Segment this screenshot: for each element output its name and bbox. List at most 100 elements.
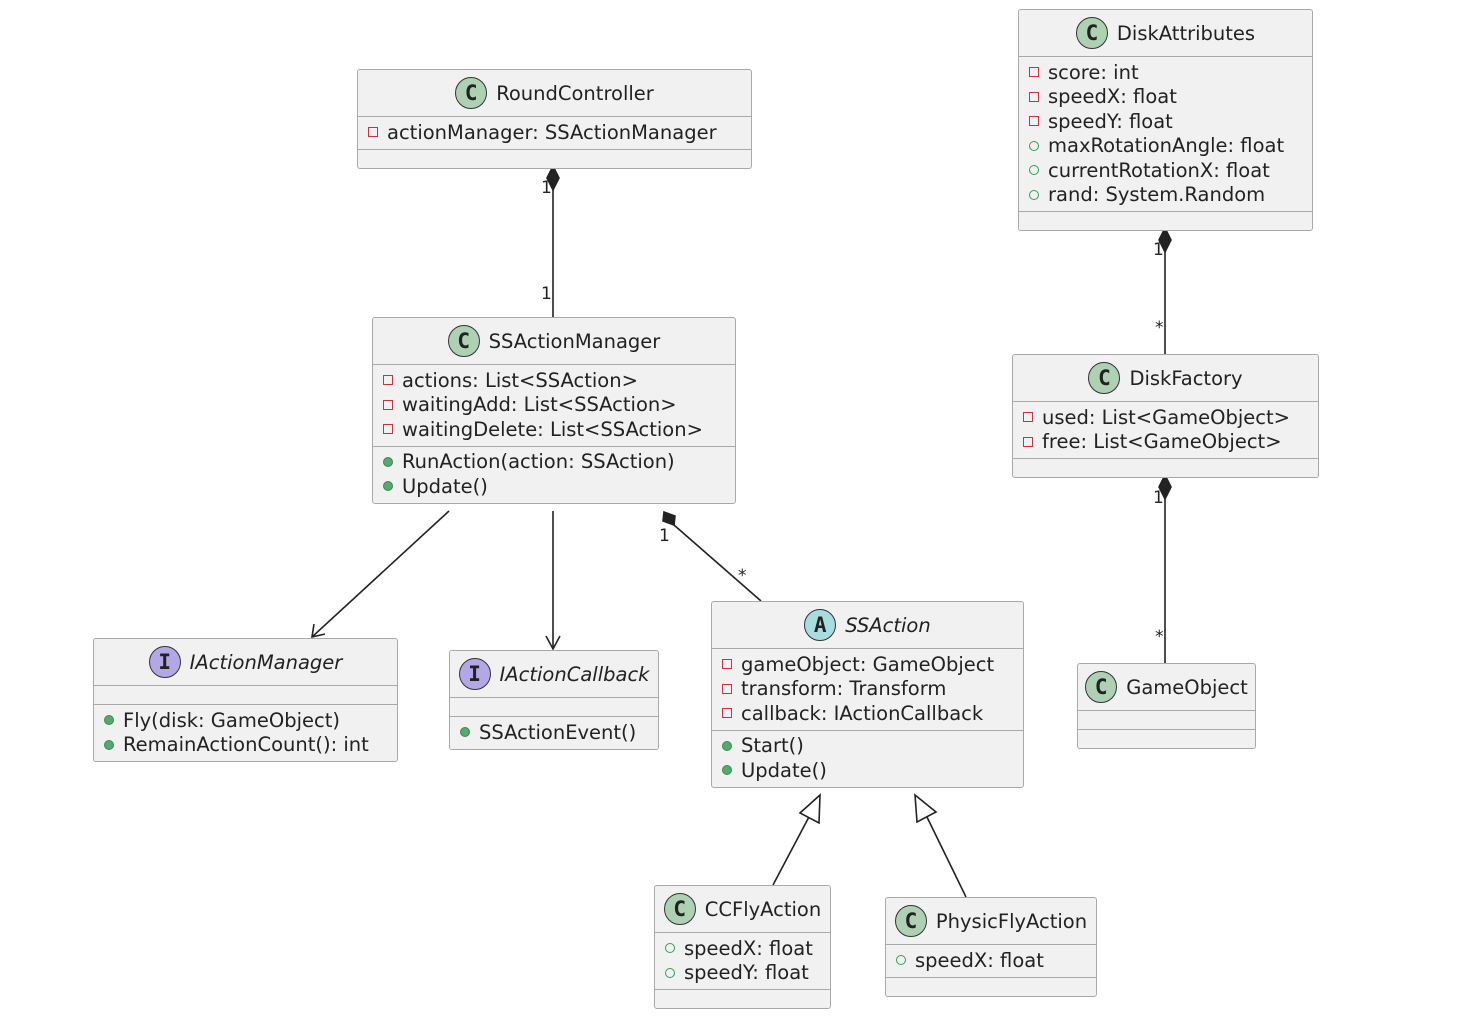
method-row: Fly(disk: GameObject) (104, 708, 389, 733)
class-box-physic-fly-action[interactable]: C PhysicFlyAction speedX: float (885, 897, 1097, 997)
private-visibility-icon (1023, 412, 1033, 423)
multiplicity-label: 1 (541, 284, 552, 304)
public-visibility-icon (104, 739, 114, 750)
methods-section (358, 150, 751, 168)
method-text: SSActionEvent() (479, 720, 637, 744)
field-text: actions: List<SSAction> (402, 368, 638, 392)
fields-section: used: List<GameObject>free: List<GameObj… (1013, 402, 1318, 459)
field-row: currentRotationX: float (1029, 158, 1304, 183)
methods-section (1013, 459, 1318, 477)
methods-section (655, 990, 830, 1008)
composition-diamond (662, 510, 676, 527)
fields-section: actionManager: SSActionManager (358, 117, 751, 150)
fields-section: speedX: float (886, 945, 1096, 978)
private-visibility-icon (383, 375, 393, 386)
field-text: transform: Transform (741, 677, 947, 701)
composition-diamond (546, 164, 560, 192)
fields-section (450, 698, 658, 717)
public-visibility-icon (104, 715, 114, 726)
field-text: free: List<GameObject> (1042, 430, 1282, 454)
method-row: Update() (383, 474, 727, 499)
field-row: actions: List<SSAction> (383, 368, 727, 393)
fields-section (1078, 711, 1255, 730)
methods-section (1078, 730, 1255, 748)
method-text: Update() (402, 474, 488, 498)
class-box-disk-factory[interactable]: C DiskFactory used: List<GameObject>free: … (1012, 354, 1319, 478)
class-header: C DiskFactory (1013, 355, 1318, 402)
class-name: DiskFactory (1129, 366, 1243, 390)
generalization-triangle (798, 793, 821, 825)
class-name: PhysicFlyAction (935, 909, 1088, 933)
class-name: IActionManager (189, 650, 343, 674)
field-row: speedX: float (896, 948, 1088, 973)
class-icon: C (447, 325, 480, 357)
public-visibility-icon (665, 967, 675, 978)
method-row: Update() (722, 758, 1015, 783)
method-text: Fly(disk: GameObject) (123, 708, 340, 732)
methods-section: RunAction(action: SSAction)Update() (373, 447, 735, 503)
multiplicity-label: 1 (1153, 488, 1164, 508)
composition-diamond (1158, 226, 1172, 254)
multiplicity-label: 1 (541, 178, 552, 198)
class-name: RoundController (496, 81, 654, 105)
method-row: SSActionEvent() (460, 720, 650, 745)
multiplicity-label: * (738, 566, 747, 586)
method-text: RunAction(action: SSAction) (402, 450, 675, 474)
field-row: actionManager: SSActionManager (368, 120, 743, 145)
multiplicity-label: 1 (659, 526, 670, 546)
class-name: CCFlyAction (704, 897, 822, 921)
generalization-ccflyaction-ssaction (772, 814, 811, 886)
field-text: actionManager: SSActionManager (387, 120, 717, 144)
methods-section: Fly(disk: GameObject)RemainActionCount()… (94, 705, 397, 761)
field-row: used: List<GameObject> (1023, 405, 1310, 430)
class-icon: C (663, 893, 696, 925)
generalization-triangle (914, 793, 938, 824)
method-text: RemainActionCount(): int (123, 733, 369, 757)
composition-diamond (1158, 473, 1172, 501)
public-visibility-icon (722, 740, 732, 751)
methods-section: Start()Update() (712, 731, 1023, 787)
class-name: DiskAttributes (1116, 21, 1256, 45)
methods-section: SSActionEvent() (450, 717, 658, 749)
field-text: speedY: float (684, 961, 809, 985)
private-visibility-icon (722, 683, 732, 694)
public-visibility-icon (722, 765, 732, 776)
field-row: waitingDelete: List<SSAction> (383, 417, 727, 442)
fields-section (94, 686, 397, 705)
methods-section (1019, 212, 1312, 230)
interface-icon: I (148, 646, 181, 678)
methods-section (886, 978, 1096, 996)
field-text: speedX: float (1048, 85, 1177, 109)
class-name: IActionCallback (499, 662, 650, 686)
arrowhead-open (545, 635, 561, 651)
method-text: Update() (741, 758, 827, 782)
method-row: Start() (722, 734, 1015, 759)
class-icon: C (1088, 362, 1121, 394)
field-row: score: int (1029, 60, 1304, 85)
public-visibility-icon (665, 943, 675, 954)
class-header: I IActionManager (94, 639, 397, 686)
field-text: score: int (1048, 60, 1139, 84)
class-header: C CCFlyAction (655, 886, 830, 933)
class-icon: C (894, 905, 927, 937)
private-visibility-icon (1029, 67, 1039, 78)
field-text: speedY: float (1048, 109, 1173, 133)
method-row: RemainActionCount(): int (104, 733, 389, 758)
field-text: speedX: float (684, 936, 813, 960)
